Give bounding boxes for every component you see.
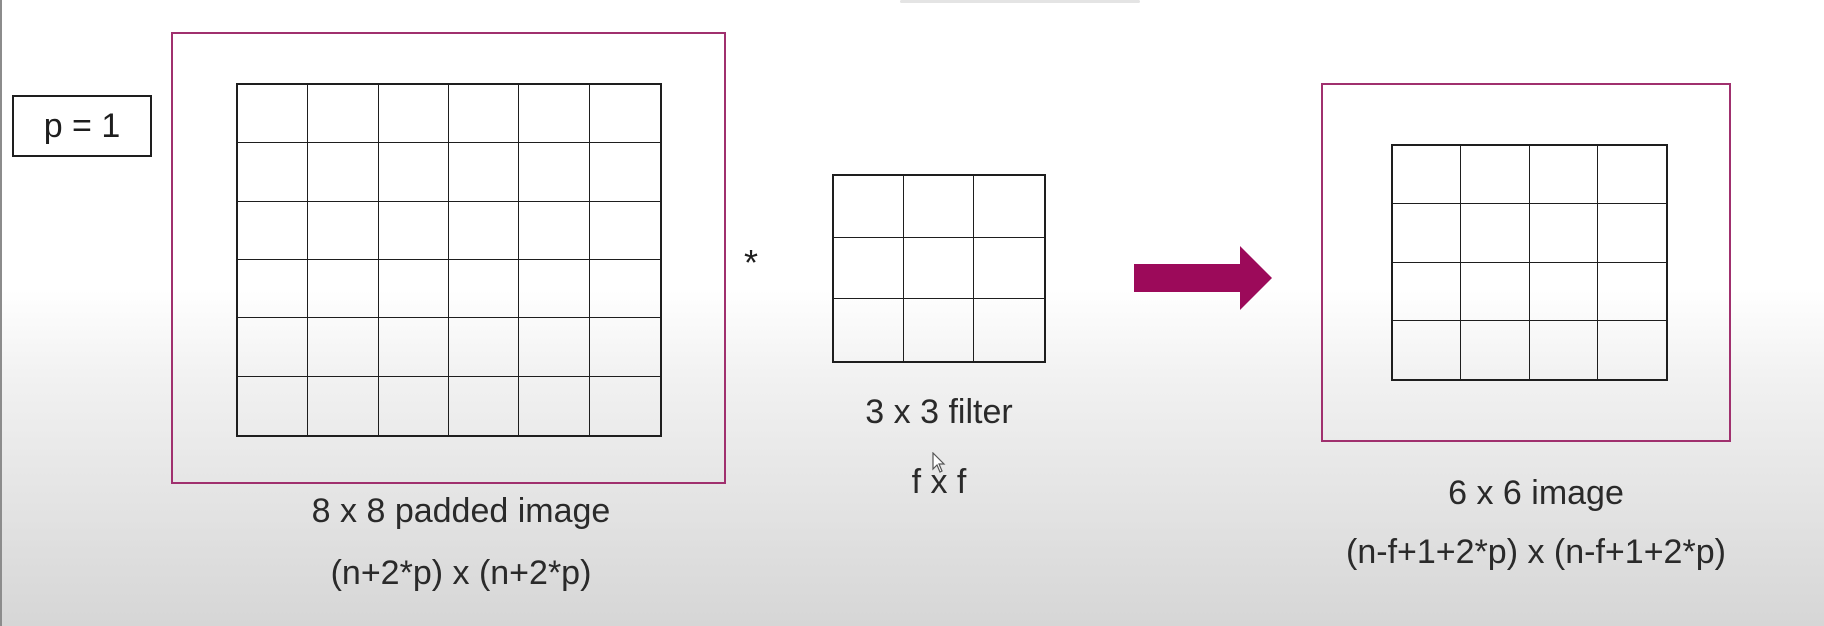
grid-cell [1597, 263, 1666, 321]
convolution-operator: * [743, 242, 758, 283]
grid-cell [519, 85, 590, 144]
grid-cell [1393, 146, 1462, 205]
right-arrow-icon [1134, 246, 1272, 310]
grid-cell [238, 318, 309, 377]
grid-cell [308, 85, 379, 144]
grid-cell [519, 318, 590, 377]
grid-cell [449, 143, 520, 202]
grid-cell [1461, 320, 1530, 379]
grid-cell [1597, 146, 1666, 205]
grid-cell [238, 85, 309, 144]
grid-cell [834, 299, 904, 361]
grid-cell [904, 176, 974, 238]
left-edge-divider [0, 0, 2, 626]
padded-image-formula: (n+2*p) x (n+2*p) [330, 554, 592, 592]
grid-cell [238, 376, 309, 435]
grid-cell [449, 376, 520, 435]
grid-cell [378, 259, 449, 319]
padded-image-label: 8 x 8 padded image [311, 492, 611, 530]
grid-cell [974, 238, 1044, 300]
grid-cell [378, 85, 449, 144]
grid-cell [238, 259, 309, 319]
padded-image-grid [236, 83, 662, 437]
grid-cell [1529, 204, 1598, 263]
grid-cell [1461, 262, 1530, 321]
grid-cell [1393, 262, 1462, 321]
grid-cell [449, 85, 520, 144]
grid-cell [1461, 204, 1530, 263]
top-decoration [900, 0, 1140, 3]
grid-cell [1597, 204, 1666, 263]
grid-cell [974, 299, 1044, 361]
grid-cell [904, 237, 974, 300]
grid-cell [1598, 321, 1666, 379]
grid-cell [379, 376, 449, 435]
grid-cell [308, 376, 379, 435]
grid-cell [1461, 146, 1530, 205]
grid-cell [378, 143, 449, 202]
padding-label: p = 1 [43, 106, 121, 145]
grid-cell [308, 259, 379, 319]
output-image-label: 6 x 6 image [1448, 474, 1624, 512]
grid-cell [449, 318, 520, 377]
grid-cell [378, 201, 449, 260]
grid-cell [449, 259, 520, 319]
filter-label: 3 x 3 filter [865, 393, 1013, 431]
grid-cell [1530, 320, 1598, 379]
grid-cell [519, 143, 590, 202]
grid-cell [308, 318, 379, 377]
output-image-formula: (n-f+1+2*p) x (n-f+1+2*p) [1346, 533, 1726, 571]
mouse-cursor-icon [932, 452, 946, 473]
output-image-grid [1391, 144, 1668, 381]
filter-grid [832, 174, 1046, 363]
grid-cell [589, 260, 660, 319]
grid-cell [308, 143, 379, 202]
padded-image-frame [171, 32, 726, 484]
grid-cell [308, 201, 379, 260]
grid-cell [589, 318, 660, 377]
grid-cell [1393, 204, 1462, 263]
grid-cell [974, 176, 1044, 238]
grid-cell [589, 85, 660, 144]
grid-cell [1393, 320, 1462, 379]
grid-cell [834, 237, 904, 300]
grid-cell [834, 176, 904, 238]
output-image-frame [1321, 83, 1731, 442]
grid-cell [1529, 262, 1598, 321]
grid-cell [590, 377, 660, 435]
grid-cell [238, 143, 309, 202]
grid-cell [519, 259, 590, 319]
grid-cell [589, 143, 660, 202]
grid-cell [519, 201, 590, 260]
padding-label-box: p = 1 [12, 95, 152, 157]
grid-cell [1529, 146, 1598, 205]
grid-cell [589, 202, 660, 260]
grid-cell [904, 299, 974, 361]
grid-cell [378, 318, 449, 377]
grid-cell [449, 201, 520, 260]
grid-cell [519, 376, 590, 435]
grid-cell [238, 201, 309, 260]
